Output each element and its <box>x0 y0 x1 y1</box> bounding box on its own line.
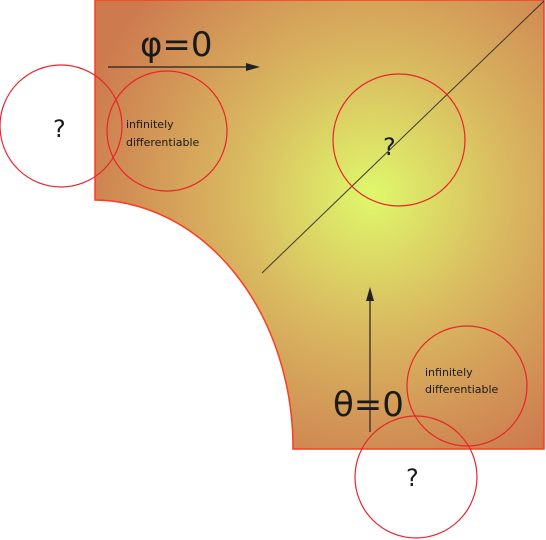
smooth-right-line2: differentiable <box>425 383 499 396</box>
phi-arrow-head <box>246 63 260 71</box>
circle-top-left-smooth <box>106 70 228 192</box>
smooth-top-left-line2: differentiable <box>126 136 200 149</box>
smooth-top-left-line1: infinitely <box>126 118 174 131</box>
unknown-center-label: ? <box>383 133 396 161</box>
unknown-bottom-label: ? <box>406 464 419 492</box>
circle-left-unknown <box>0 64 123 188</box>
phi-zero-label: φ=0 <box>140 25 213 65</box>
smooth-right-line1: infinitely <box>425 366 473 379</box>
theta-zero-label: θ=0 <box>333 385 404 425</box>
circle-bottom-unknown <box>354 415 478 539</box>
unknown-left-label: ? <box>53 115 66 143</box>
diagonal-line <box>261 0 545 274</box>
circle-right-smooth <box>406 325 528 447</box>
theta-arrow-head <box>366 287 374 301</box>
circle-center-unknown <box>332 73 466 207</box>
